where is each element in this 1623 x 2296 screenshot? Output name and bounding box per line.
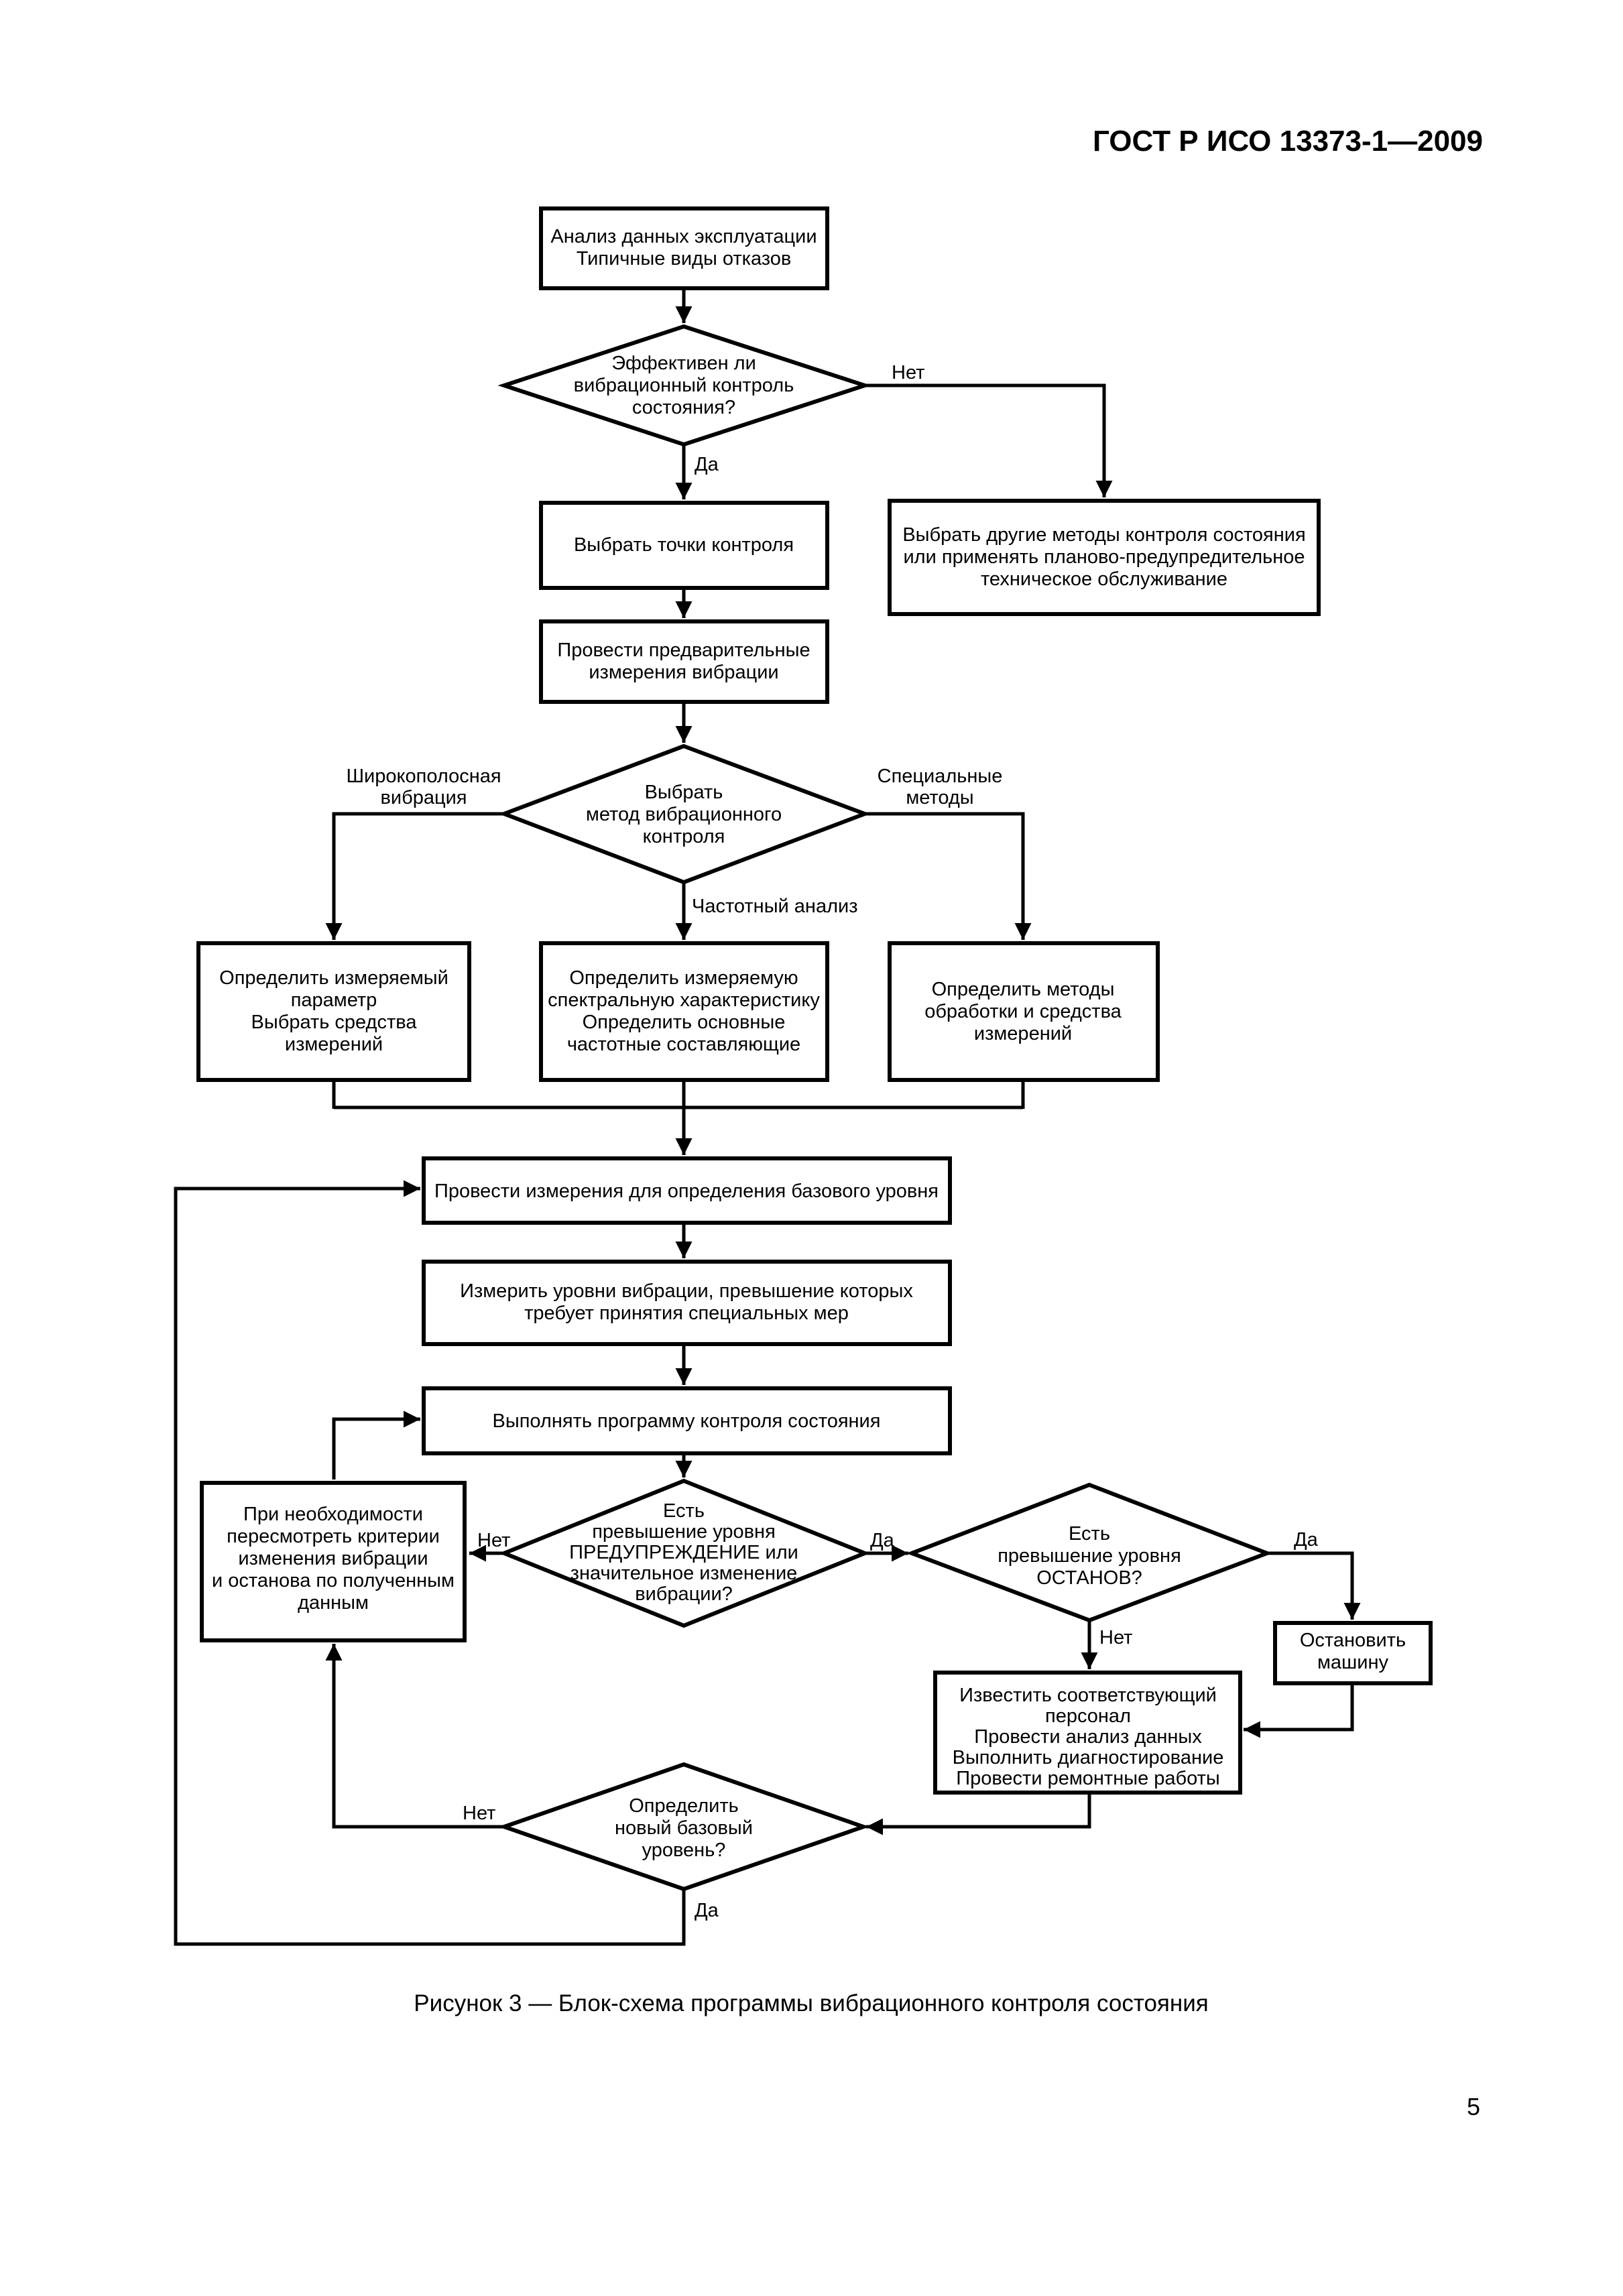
svg-text:Нет: Нет [477, 1530, 510, 1551]
svg-text:Выбрать другие методы контроля: Выбрать другие методы контроля состояния… [902, 524, 1305, 590]
node-baseline-measurements: Провести измерения для определения базов… [422, 1156, 952, 1225]
svg-text:Нет: Нет [463, 1803, 495, 1824]
document-header: ГОСТ Р ИСО 13373-1—2009 [1093, 125, 1483, 158]
svg-text:Выполнять программу контроля с: Выполнять программу контроля состояния [493, 1410, 881, 1432]
svg-text:Да: Да [695, 454, 719, 475]
connectors [174, 288, 1361, 1946]
page-number: 5 [1467, 2093, 1480, 2120]
svg-text:Да: Да [870, 1530, 895, 1551]
figure-caption: Рисунок 3 — Блок-схема программы вибраци… [414, 1990, 1208, 2016]
node-run-program: Выполнять программу контроля состояния [422, 1386, 952, 1455]
svg-text:Нет: Нет [1099, 1627, 1132, 1648]
svg-text:Да: Да [695, 1900, 719, 1921]
svg-text:Нет: Нет [892, 362, 924, 383]
node-other-methods: Выбрать другие методы контроля состояния… [888, 499, 1321, 616]
svg-text:Выбрать точки контроля: Выбрать точки контроля [574, 534, 794, 556]
svg-text:Провести измерения для определ: Провести измерения для определения базов… [434, 1181, 939, 1202]
node-measure-levels: Измерить уровни вибрации, превышение кот… [422, 1260, 952, 1346]
svg-text:Измерить уровни вибрации, прев: Измерить уровни вибрации, превышение кот… [460, 1280, 913, 1324]
svg-text:Частотный анализ: Частотный анализ [692, 896, 858, 917]
node-select-points: Выбрать точки контроля [539, 501, 829, 590]
svg-text:Да: Да [1294, 1529, 1319, 1551]
